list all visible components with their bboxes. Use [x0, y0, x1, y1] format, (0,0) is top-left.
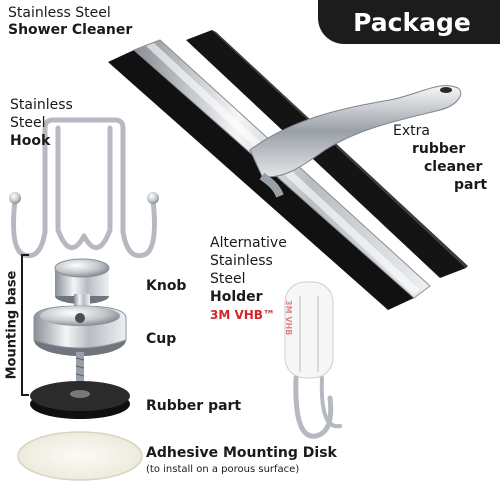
- extra-rubber-blade: [186, 30, 468, 278]
- holder-label-line2: Stainless: [210, 253, 273, 269]
- mounting-base-label: Mounting base: [4, 270, 20, 380]
- package-badge: Package: [318, 0, 500, 44]
- hook-label-line2: Steel: [10, 115, 46, 131]
- mounting-cup: [33, 305, 127, 356]
- alternative-holder: [284, 281, 342, 439]
- hook-label-line3: Hook: [10, 133, 51, 149]
- rubber-part-disk: [30, 381, 130, 419]
- rubber-label-line1: Extra: [393, 123, 430, 139]
- rubber-label-line3: cleaner: [424, 159, 483, 175]
- holder-label-line3: Steel: [210, 271, 246, 287]
- squeegee-handle: [249, 85, 462, 198]
- holder-label-line5: 3M VHB™: [210, 308, 275, 322]
- adhesive-disk-label: Adhesive Mounting Disk: [146, 445, 337, 461]
- hook-label-line1: Stainless: [10, 97, 73, 113]
- mounting-knob: [54, 258, 110, 308]
- double-hook: [11, 117, 157, 259]
- mounting-base-bracket: [21, 254, 29, 396]
- mounting-screw: [75, 352, 85, 384]
- holder-label-line4: Holder: [210, 289, 263, 305]
- tape-printed-text: 3M VHB: [284, 300, 293, 336]
- adhesive-disk-note: (to install on a porous surface): [146, 464, 300, 475]
- squeegee-label-line1: Stainless Steel: [8, 5, 111, 21]
- adhesive-disk-shape: [17, 431, 143, 481]
- knob-label: Knob: [146, 278, 187, 294]
- rubber-label-line2: rubber: [412, 141, 466, 157]
- squeegee-label-line2: Shower Cleaner: [8, 22, 133, 38]
- hook-ball-ends: [9, 192, 159, 204]
- holder-label-line1: Alternative: [210, 235, 287, 251]
- rubber-part-label: Rubber part: [146, 398, 242, 414]
- rubber-label-line4: part: [454, 177, 488, 193]
- cup-label: Cup: [146, 331, 177, 347]
